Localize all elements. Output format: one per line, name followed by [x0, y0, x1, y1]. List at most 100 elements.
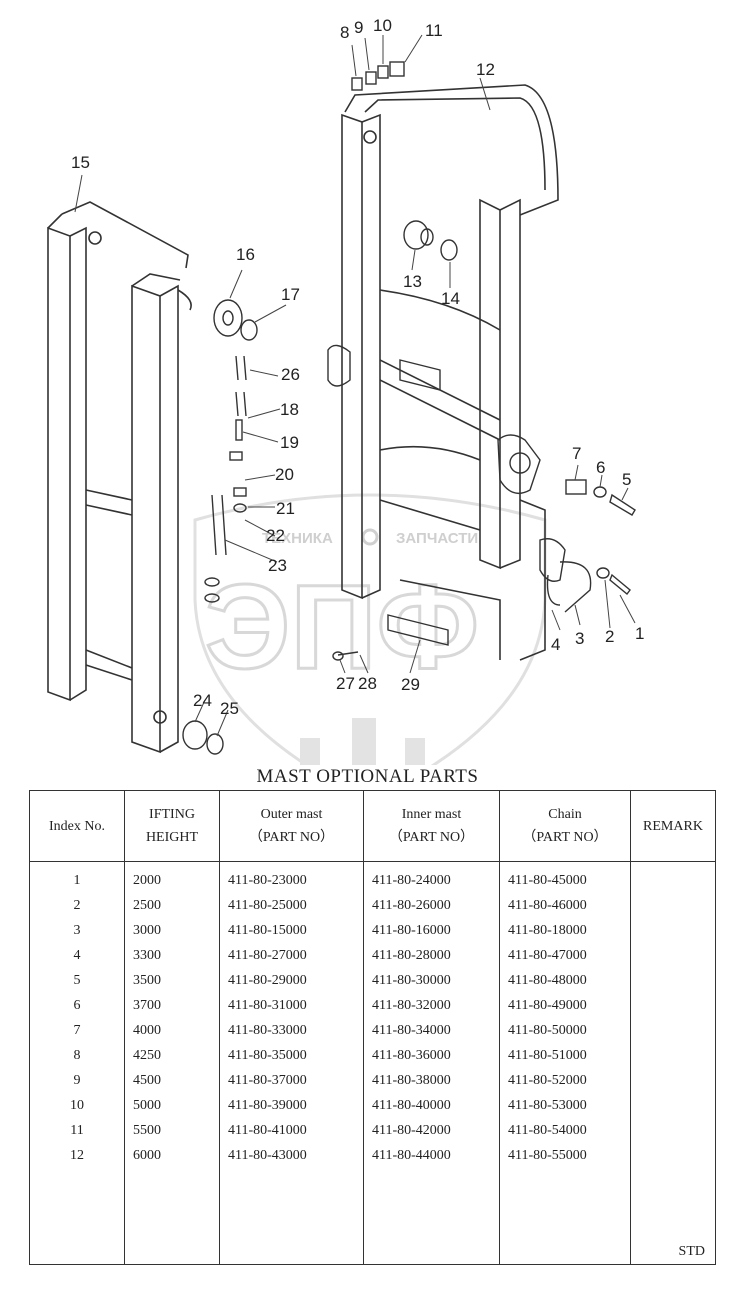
header-chain-line2: （PART NO） [522, 830, 608, 845]
callout-7: 7 [572, 444, 581, 463]
cell-inner-mast: 411-80-24000 [363, 861, 500, 893]
cell-outer-mast: 411-80-43000 [219, 1143, 364, 1168]
cell-outer-mast: 411-80-15000 [219, 918, 364, 943]
cell-chain: 411-80-46000 [499, 893, 631, 918]
callout-18: 18 [280, 400, 299, 419]
callout-labels: 1 2 3 4 5 6 7 8 9 10 11 12 13 14 15 16 1… [71, 16, 644, 718]
cell-inner-mast: 411-80-28000 [363, 943, 500, 968]
cell-height: 4250 [124, 1043, 220, 1068]
callout-24: 24 [193, 691, 212, 710]
callout-5: 5 [622, 470, 631, 489]
cell-chain: 411-80-50000 [499, 1018, 631, 1043]
cell-remark [630, 993, 716, 1018]
cell-outer-mast: 411-80-41000 [219, 1118, 364, 1143]
header-lifting-height-line1: IFTING [149, 807, 195, 822]
cell-inner-mast: 411-80-32000 [363, 993, 500, 1018]
stopper-27-29 [332, 614, 449, 661]
cell-remark [630, 861, 716, 893]
cell-remark [630, 968, 716, 993]
callout-13: 13 [403, 272, 422, 291]
callout-9: 9 [354, 18, 363, 37]
header-outer-mast: Outer mast （PART NO） [219, 790, 364, 862]
roller-13-14 [403, 220, 458, 261]
header-inner-mast-line2: （PART NO） [388, 830, 475, 845]
callout-6: 6 [596, 458, 605, 477]
remark-std: STD [630, 1168, 716, 1265]
table-title: MAST OPTIONAL PARTS [256, 766, 479, 787]
watermark: ЭПФ ТЕХНИКА ЗАПЧАСТИ [193, 493, 547, 765]
cell-inner-mast: 411-80-44000 [363, 1143, 500, 1168]
callout-23: 23 [268, 556, 287, 575]
callout-4: 4 [551, 635, 560, 654]
table-header-row: Index No. IFTING HEIGHT Outer mast （PART… [29, 790, 716, 862]
small-parts [182, 61, 636, 755]
cell-remark [630, 1118, 716, 1143]
cell-chain: 411-80-45000 [499, 861, 631, 893]
table-row: 4 3300 411-80-27000 411-80-28000 411-80-… [29, 943, 716, 968]
cell-outer-mast: 411-80-39000 [219, 1093, 364, 1118]
callout-10: 10 [373, 16, 392, 35]
cell-chain: 411-80-47000 [499, 943, 631, 968]
cell-height: 5000 [124, 1093, 220, 1118]
callout-1: 1 [635, 624, 644, 643]
cell-index: 6 [29, 993, 125, 1018]
callout-25: 25 [220, 699, 239, 718]
callout-28: 28 [358, 674, 377, 693]
cell-remark [630, 1093, 716, 1118]
cell-empty [499, 1168, 631, 1265]
cell-remark [630, 893, 716, 918]
table-row: 9 4500 411-80-37000 411-80-38000 411-80-… [29, 1068, 716, 1093]
callout-12: 12 [476, 60, 495, 79]
callout-27: 27 [336, 674, 355, 693]
table-row: 2 2500 411-80-25000 411-80-26000 411-80-… [29, 893, 716, 918]
cell-outer-mast: 411-80-31000 [219, 993, 364, 1018]
nuts-20-22 [204, 451, 247, 603]
cell-index: 2 [29, 893, 125, 918]
cell-outer-mast: 411-80-27000 [219, 943, 364, 968]
table-row: 3 3000 411-80-15000 411-80-16000 411-80-… [29, 918, 716, 943]
cell-index: 9 [29, 1068, 125, 1093]
cell-chain: 411-80-49000 [499, 993, 631, 1018]
callout-26: 26 [281, 365, 300, 384]
header-lifting-height-line2: HEIGHT [145, 830, 199, 845]
cell-remark [630, 1068, 716, 1093]
callout-20: 20 [275, 465, 294, 484]
callout-29: 29 [401, 675, 420, 694]
cell-inner-mast: 411-80-36000 [363, 1043, 500, 1068]
header-chain-line1: Chain [548, 807, 582, 822]
watermark-left-text: ТЕХНИКА [262, 530, 333, 547]
mast-support-brackets [327, 344, 566, 582]
header-lifting-height: IFTING HEIGHT [124, 790, 220, 862]
cell-inner-mast: 411-80-38000 [363, 1068, 500, 1093]
cell-height: 2500 [124, 893, 220, 918]
cell-height: 3700 [124, 993, 220, 1018]
table-row: 7 4000 411-80-33000 411-80-34000 411-80-… [29, 1018, 716, 1043]
table-row: 5 3500 411-80-29000 411-80-30000 411-80-… [29, 968, 716, 993]
header-inner-mast: Inner mast （PART NO） [363, 790, 500, 862]
header-outer-mast-line2: （PART NO） [248, 830, 335, 845]
cell-remark [630, 1018, 716, 1043]
cell-inner-mast: 411-80-34000 [363, 1018, 500, 1043]
callout-3: 3 [575, 629, 584, 648]
callout-2: 2 [605, 627, 614, 646]
cell-outer-mast: 411-80-23000 [219, 861, 364, 893]
table-row: 11 5500 411-80-41000 411-80-42000 411-80… [29, 1118, 716, 1143]
cell-height: 3300 [124, 943, 220, 968]
header-remark: REMARK [630, 790, 716, 862]
cell-outer-mast: 411-80-25000 [219, 893, 364, 918]
cell-chain: 411-80-52000 [499, 1068, 631, 1093]
cell-remark [630, 943, 716, 968]
cell-height: 4000 [124, 1018, 220, 1043]
watermark-pillars [300, 718, 425, 765]
top-caps-8-11 [351, 61, 405, 91]
callout-19: 19 [280, 433, 299, 452]
cell-height: 5500 [124, 1118, 220, 1143]
mast-optional-parts-table: Index No. IFTING HEIGHT Outer mast （PART… [29, 790, 716, 1265]
leader-lines [74, 34, 636, 737]
cell-index: 4 [29, 943, 125, 968]
cell-inner-mast: 411-80-26000 [363, 893, 500, 918]
watermark-shield [193, 493, 547, 765]
cell-chain: 411-80-48000 [499, 968, 631, 993]
cell-inner-mast: 411-80-42000 [363, 1118, 500, 1143]
callout-8: 8 [340, 23, 349, 42]
